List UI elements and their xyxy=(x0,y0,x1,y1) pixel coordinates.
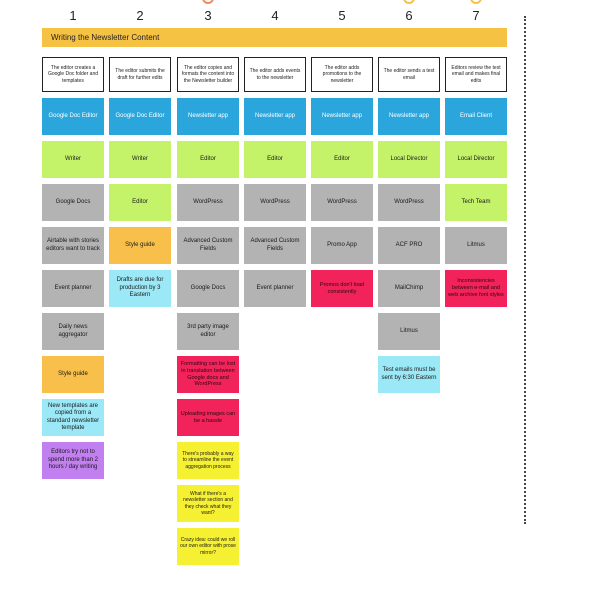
step-card: The editor adds promotions to the newsle… xyxy=(311,57,373,92)
blue-sticky-note: Newsletter app xyxy=(177,98,239,135)
green-sticky-note: Writer xyxy=(42,141,104,178)
step-card: The editor creates a Google Doc folder a… xyxy=(42,57,104,92)
gray-sticky-note: ACF PRO xyxy=(378,227,440,264)
pink-sticky-note: Promos don't load consistently xyxy=(311,270,373,307)
gray-sticky-note: Event planner xyxy=(42,270,104,307)
gray-sticky-note: WordPress xyxy=(311,184,373,221)
blue-sticky-note: Newsletter app xyxy=(244,98,306,135)
gray-sticky-note: Advanced Custom Fields xyxy=(177,227,239,264)
pink-sticky-note: Formatting can be lost in translation be… xyxy=(177,356,239,393)
green-sticky-note: Tech Team xyxy=(445,184,507,221)
blue-sticky-note: Google Doc Editor xyxy=(109,98,171,135)
gray-sticky-note: Google Docs xyxy=(42,184,104,221)
gray-sticky-note: WordPress xyxy=(378,184,440,221)
dashed-divider xyxy=(524,16,526,524)
green-sticky-note: Editor xyxy=(177,141,239,178)
accent-circle-icon xyxy=(470,0,482,4)
column-number: 1 xyxy=(69,8,77,23)
lightblue-sticky-note: Drafts are due for production by 3 Easte… xyxy=(109,270,171,307)
step-card: The editor submits the draft for further… xyxy=(109,57,171,92)
accent-circle-icon xyxy=(202,0,214,4)
phase-banner: Writing the Newsletter Content xyxy=(42,28,507,47)
column-number: 2 xyxy=(136,8,144,23)
lightblue-sticky-note: New templates are copied from a standard… xyxy=(42,399,104,436)
blue-sticky-note: Email Client xyxy=(445,98,507,135)
green-sticky-note: Editor xyxy=(109,184,171,221)
blue-sticky-note: Newsletter app xyxy=(311,98,373,135)
purple-sticky-note: Editors try not to spend more than 2 hou… xyxy=(42,442,104,479)
green-sticky-note: Editor xyxy=(311,141,373,178)
pink-sticky-note: Inconsistencies between e-mail and web a… xyxy=(445,270,507,307)
blue-sticky-note: Newsletter app xyxy=(378,98,440,135)
column-number: 4 xyxy=(271,8,279,23)
step-card: The editor sends a test email xyxy=(378,57,440,92)
step-card: The editor adds events to the newsletter xyxy=(244,57,306,92)
gray-sticky-note: Litmus xyxy=(445,227,507,264)
column-number: 5 xyxy=(338,8,346,23)
green-sticky-note: Writer xyxy=(109,141,171,178)
column-number: 3 xyxy=(204,8,212,23)
gray-sticky-note: WordPress xyxy=(177,184,239,221)
gray-sticky-note: 3rd party image editor xyxy=(177,313,239,350)
gray-sticky-note: Google Docs xyxy=(177,270,239,307)
orange-sticky-note: Style guide xyxy=(42,356,104,393)
orange-sticky-note: Style guide xyxy=(109,227,171,264)
gray-sticky-note: WordPress xyxy=(244,184,306,221)
accent-circle-icon xyxy=(403,0,415,4)
yellow-sticky-note: There's probably a way to streamline the… xyxy=(177,442,239,479)
gray-sticky-note: Airtable with stories editors want to tr… xyxy=(42,227,104,264)
green-sticky-note: Local Director xyxy=(445,141,507,178)
yellow-sticky-note: Crazy idea: could we roll our own editor… xyxy=(177,528,239,565)
step-card: Editors review the test email and makes … xyxy=(445,57,507,92)
gray-sticky-note: Event planner xyxy=(244,270,306,307)
step-card: The editor copies and formats the conten… xyxy=(177,57,239,92)
column-number: 7 xyxy=(472,8,480,23)
lightblue-sticky-note: Test emails must be sent by 6:30 Eastern xyxy=(378,356,440,393)
column-number: 6 xyxy=(405,8,413,23)
gray-sticky-note: Litmus xyxy=(378,313,440,350)
gray-sticky-note: Daily news aggregator xyxy=(42,313,104,350)
gray-sticky-note: Promo App xyxy=(311,227,373,264)
gray-sticky-note: Advanced Custom Fields xyxy=(244,227,306,264)
green-sticky-note: Local Director xyxy=(378,141,440,178)
blue-sticky-note: Google Doc Editor xyxy=(42,98,104,135)
green-sticky-note: Editor xyxy=(244,141,306,178)
pink-sticky-note: Uploading images can be a hassle xyxy=(177,399,239,436)
yellow-sticky-note: What if there's a newsletter section and… xyxy=(177,485,239,522)
gray-sticky-note: MailChimp xyxy=(378,270,440,307)
